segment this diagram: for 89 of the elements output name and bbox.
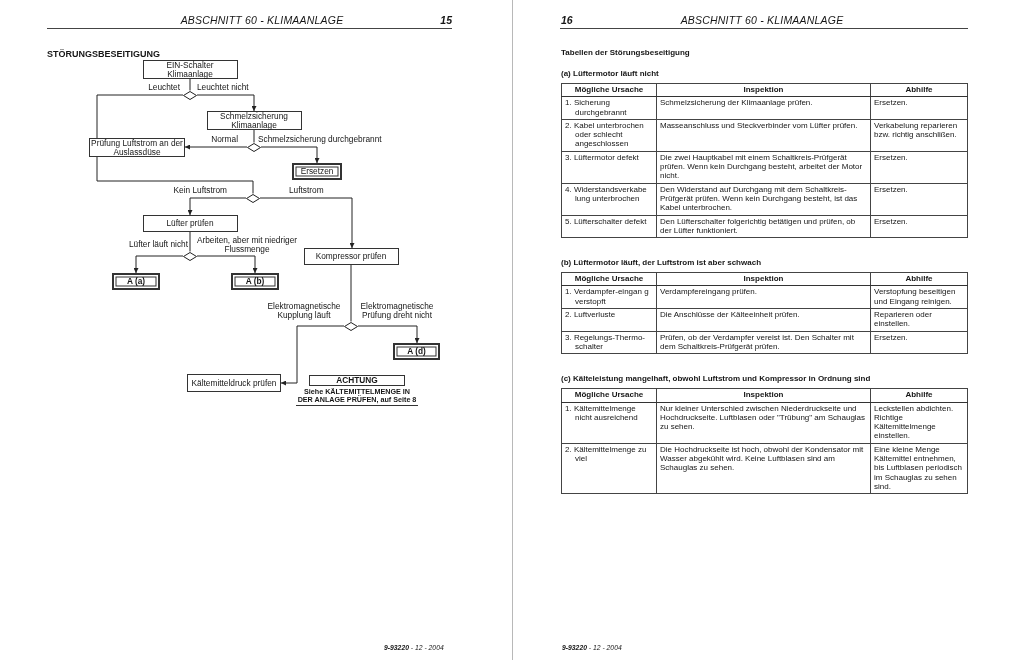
section-heading: Tabellen der Störungsbeseitigung <box>561 48 690 57</box>
table-cell: 1. Sicherung durchgebrannt <box>561 96 657 120</box>
table-cell: 2. Luftverluste <box>561 308 657 332</box>
table-cell: Ersetzen. <box>870 96 968 120</box>
connector-line <box>96 156 254 194</box>
table-cell: Den Widerstand auf Durchgang mit dem Schaltkreis-Prüfgerät prüfen. Wenn kein Durchgang besteht, ist das Kabel unterbrochen. <box>656 183 871 216</box>
result-box: A (d) <box>393 343 440 360</box>
arrow <box>357 325 420 344</box>
table-cell: Reparieren oder einstellen. <box>870 308 968 332</box>
connector-line <box>96 94 184 139</box>
column-header: Inspektion <box>656 272 871 286</box>
column-header: Inspektion <box>656 83 871 97</box>
table-cell: Ersetzen. <box>870 183 968 216</box>
table-cell: Verstopfung beseitigen und Eingang reinigen. <box>870 285 968 309</box>
column-header: Mögliche Ursache <box>561 388 657 403</box>
decision-diamond <box>246 193 260 203</box>
result-box: Ersetzen <box>292 163 342 180</box>
edge-label: Normal <box>211 135 238 144</box>
decision-diamond <box>183 90 197 100</box>
table-cell: Schmelzsicherung der Klimaanlage prüfen. <box>656 96 871 120</box>
table-cell: 1. Kältemittelmenge nicht ausreichend <box>561 402 657 444</box>
arrow <box>187 197 247 216</box>
column-header: Mögliche Ursache <box>561 83 657 97</box>
table-cell: Ersetzen. <box>870 331 968 354</box>
column-header: Abhilfe <box>870 272 968 286</box>
table-cell: 1. Verdampfer-eingan g verstopft <box>561 285 657 309</box>
process-box: Schmelzsicherung Klimaanlage <box>206 111 302 130</box>
connector-line <box>189 78 191 91</box>
arrow <box>196 255 258 274</box>
table-caption: (b) Lüftermotor läuft, der Luftstrom ist aber schwach <box>561 258 761 268</box>
arrow <box>196 94 257 112</box>
table-cell: 2. Kabel unterbrochen oder schlecht angeschlossen <box>561 119 657 152</box>
process-box: Prüfung Luftstrom an der Auslassdüse <box>89 138 185 157</box>
column-header: Inspektion <box>656 388 871 403</box>
column-header: Mögliche Ursache <box>561 272 657 286</box>
connector-line <box>189 231 191 252</box>
page-header: ABSCHNITT 60 - KLIMAANLAGE <box>180 14 344 26</box>
connector-line <box>350 264 352 322</box>
edge-label: Elektromagnetische Prüfung dreht nicht <box>359 302 435 320</box>
process-box: Kompressor prüfen <box>303 248 399 265</box>
table-caption: (c) Kälteleistung mangelhaft, obwohl Luftstrom und Kompressor in Ordnung sind <box>561 374 871 384</box>
table-cell: 5. Lüfterschalter defekt <box>561 215 657 238</box>
table-cell: Die Anschlüsse der Kälteeinheit prüfen. <box>656 308 871 332</box>
page-number: 15 <box>440 14 452 26</box>
table-cell: Nur kleiner Unterschied zwischen Niederdruckseite und Hochdruckseite. Luftblasen oder "Trübung" am Schauglas zu sehen. <box>656 402 871 444</box>
column-header: Abhilfe <box>870 83 968 97</box>
page-number: 16 <box>561 14 573 26</box>
table-cell: Ersetzen. <box>870 215 968 238</box>
table-cell: 2. Kältemittelmenge zu viel <box>561 443 657 494</box>
edge-label: Leuchtet nicht <box>197 83 249 92</box>
edge-label: Luftstrom <box>289 186 324 195</box>
process-box: Kältemitteldruck prüfen <box>187 374 281 392</box>
arrow <box>133 255 184 274</box>
table-cell: Masseanschluss und Steckverbinder vom Lüfter prüfen. <box>656 119 871 152</box>
section-title: STÖRUNGSBESEITIGUNG <box>47 49 160 59</box>
table-caption: (a) Lüftermotor läuft nicht <box>561 69 659 78</box>
edge-label: Elektromagnetische Kupplung läuft <box>266 302 342 320</box>
result-box: A (a) <box>112 273 160 290</box>
table-cell: Eine kleine Menge Kältemittel entnehmen, bis Luftblasen periodisch im Schauglas zu sehen sind. <box>870 443 968 494</box>
table-cell: Leckstellen abdichten. Richtige Kältemittelmenge einstellen. <box>870 402 968 444</box>
arrow <box>280 325 345 386</box>
table-cell: 3. Lüftermotor defekt <box>561 151 657 184</box>
table-cell: Die Hochdruckseite ist hoch, obwohl der Kondensator mit Wasser abgekühlt wird. Keine Luftblasen sind am Schauglas zu sehen. <box>656 443 871 494</box>
table-cell: Verkabelung reparieren bzw. richtig anschlißen. <box>870 119 968 152</box>
arrow <box>260 146 320 164</box>
table-cell: Den Lüfterschalter folgerichtig betätigen und prüfen, ob der Lüfter funktioniert. <box>656 215 871 238</box>
table-cell: Prüfen, ob der Verdampfer vereist ist. Den Schalter mit dem Schaltkreis-Prüfgerät prüfen. <box>656 331 871 354</box>
process-box: Lüfter prüfen <box>142 215 238 232</box>
warning-box: ACHTUNG <box>309 375 405 386</box>
table-cell: Verdampfereingang prüfen. <box>656 285 871 309</box>
edge-label: Leuchtet <box>148 83 180 92</box>
decision-diamond <box>247 142 261 152</box>
column-header: Abhilfe <box>870 388 968 403</box>
result-box: A (b) <box>231 273 279 290</box>
decision-diamond <box>344 321 358 331</box>
edge-label: Schmelzsicherung durchgebrannt <box>258 135 382 144</box>
edge-label: Arbeiten, aber mit niedriger Flussmenge <box>195 236 299 254</box>
arrow <box>184 144 248 150</box>
edge-label: Lüfter läuft nicht <box>128 240 188 249</box>
table-cell: Ersetzen. <box>870 151 968 184</box>
edge-label: Kein Luftstrom <box>173 186 227 195</box>
process-box: EIN-Schalter Klimaanlage <box>142 60 238 79</box>
connector-line <box>253 129 255 143</box>
page-header: ABSCHNITT 60 - KLIMAANLAGE <box>680 14 844 26</box>
table-cell: 3. Regelungs-Thermo- schalter <box>561 331 657 354</box>
decision-diamond <box>183 251 197 261</box>
arrow <box>259 197 355 249</box>
table-cell: Die zwei Hauptkabel mit einem Schaltkreis-Prüfgerät prüfen. Wenn kein Durchgang besteht, arbeitet der Motor nicht. <box>656 151 871 184</box>
table-cell: 4. Widerstandsverkabe lung unterbrochen <box>561 183 657 216</box>
